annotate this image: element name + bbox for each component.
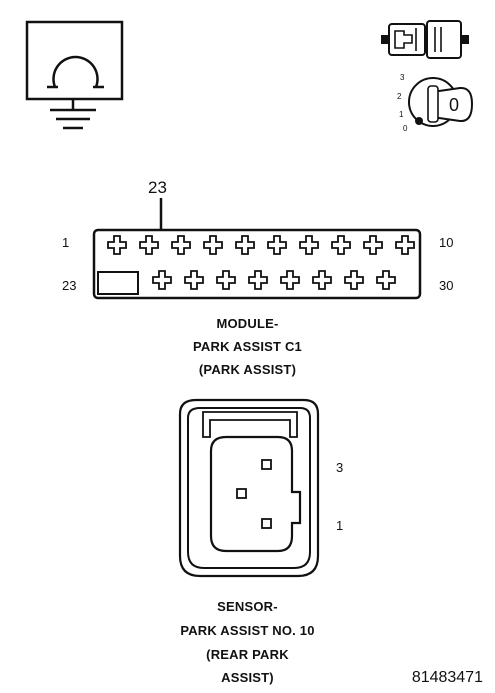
pin-label-bottom-right: 30	[439, 278, 453, 293]
ignition-key-label: 0	[449, 95, 459, 115]
ignition-key-icon: 3 2 1 0 0	[397, 73, 474, 133]
ignition-pos-2: 2	[397, 92, 402, 101]
callout-pin-label: 23	[148, 178, 167, 197]
connector-cavity-top-1	[107, 235, 127, 255]
connector-cavity-bottom-29	[344, 270, 364, 290]
connector-cavity-bottom-26	[248, 270, 268, 290]
ignition-pos-1: 1	[399, 110, 404, 119]
module-caption-line-2: PARK ASSIST C1	[193, 339, 302, 354]
ignition-pos-3: 3	[400, 73, 405, 82]
connector-cavity-top-7	[299, 235, 319, 255]
connector-cavity-top-4	[203, 235, 223, 255]
pin-label-bottom-left: 23	[62, 278, 76, 293]
pin-label-top-left: 1	[62, 235, 69, 250]
connector-cavity-top-2	[139, 235, 159, 255]
connector-cavity-bottom-30	[376, 270, 396, 290]
sensor-pin-1	[261, 518, 272, 529]
ohmmeter-ground-icon	[25, 20, 124, 130]
sensor-caption-line-3: (REAR PARK	[206, 647, 289, 662]
connector-cavity-bottom-23	[152, 270, 172, 290]
top-pin-row	[107, 235, 415, 255]
sensor-pin-label-upper: 3	[336, 460, 343, 475]
sensor-caption-line-4: ASSIST)	[221, 670, 274, 685]
module-connector	[92, 228, 422, 300]
connector-cavity-bottom-24	[184, 270, 204, 290]
connector-cavity-bottom-27	[280, 270, 300, 290]
sensor-caption-line-2: PARK ASSIST NO. 10	[180, 623, 315, 638]
connector-cavity-top-10	[395, 235, 415, 255]
connector-cavity-top-6	[267, 235, 287, 255]
connector-cavity-bottom-25	[216, 270, 236, 290]
pin-label-top-right: 10	[439, 235, 453, 250]
sensor-pin-3	[261, 459, 272, 470]
sensor-caption-line-1: SENSOR-	[217, 599, 278, 614]
sensor-pin-2	[236, 488, 247, 499]
connector-cavity-top-9	[363, 235, 383, 255]
sensor-connector	[178, 398, 320, 578]
module-caption-line-1: MODULE-	[216, 316, 279, 331]
connector-cavity-top-5	[235, 235, 255, 255]
module-caption-line-3: (PARK ASSIST)	[198, 362, 297, 377]
connector-plug-icon	[381, 20, 469, 59]
document-id: 81483471	[411, 669, 483, 686]
ignition-pos-0: 0	[403, 124, 408, 133]
bottom-pin-row	[152, 270, 396, 290]
connector-cavity-top-3	[171, 235, 191, 255]
connector-key-slot	[97, 271, 139, 295]
connector-cavity-bottom-28	[312, 270, 332, 290]
sensor-pin-label-lower: 1	[336, 518, 343, 533]
connector-cavity-top-8	[331, 235, 351, 255]
